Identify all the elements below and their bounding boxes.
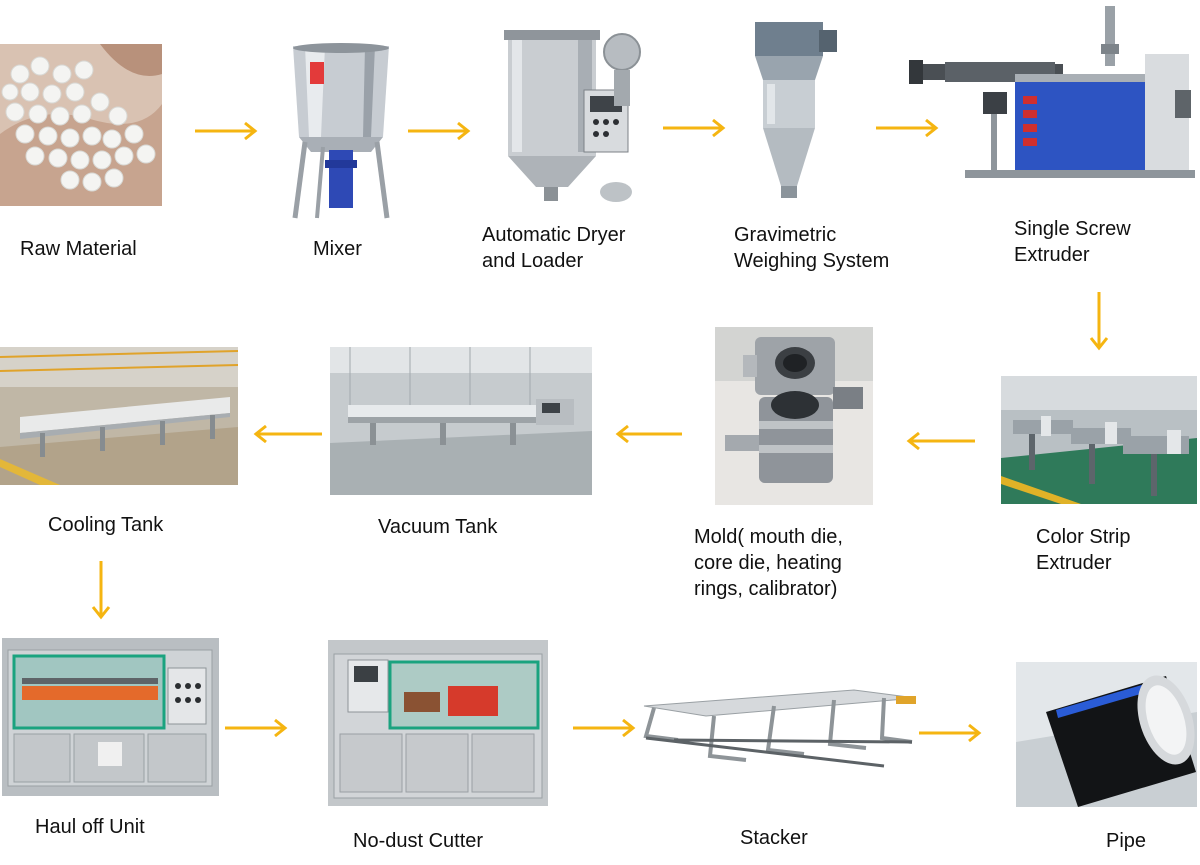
mold-photo [715, 327, 873, 505]
haul-off-unit-label: Haul off Unit [35, 816, 145, 838]
dryer-loader-photo [498, 22, 646, 207]
mixer-label: Mixer [313, 238, 362, 260]
single-screw-extruder-label: Single Screw Extruder [1014, 218, 1131, 266]
arrow-left-1 [903, 430, 975, 452]
arrow-left-3 [250, 423, 322, 445]
arrow-right-4 [876, 117, 942, 139]
arrow-right-1 [195, 120, 261, 142]
color-strip-extruder-photo [1001, 376, 1197, 504]
haul-off-unit-photo [2, 638, 219, 796]
stacker-label: Stacker [740, 827, 808, 849]
pipe-photo [1016, 662, 1197, 807]
arrow-left-2 [612, 423, 682, 445]
stacker-photo [634, 676, 924, 776]
cutter-photo [328, 640, 548, 806]
raw-material-label: Raw Material [20, 238, 137, 260]
arrow-right-5 [225, 717, 291, 739]
arrow-right-3 [663, 117, 729, 139]
gravimetric-label: Gravimetric Weighing System [734, 224, 890, 272]
arrow-down-2 [90, 561, 112, 623]
gravimetric-photo [745, 18, 840, 203]
cooling-tank-label: Cooling Tank [48, 514, 164, 536]
cooling-tank-photo [0, 347, 238, 485]
cutter-label: No-dust Cutter [353, 830, 484, 852]
arrow-down-1 [1088, 292, 1110, 354]
dryer-loader-label: Automatic Dryer and Loader [482, 224, 626, 272]
single-screw-extruder-photo [905, 4, 1195, 182]
arrow-right-7 [919, 722, 985, 744]
arrow-right-2 [408, 120, 474, 142]
mold-label: Mold( mouth die, core die, heating rings… [694, 526, 843, 600]
raw-material-photo [0, 44, 162, 206]
color-strip-extruder-label: Color Strip Extruder [1036, 526, 1131, 574]
pipe-label: Pipe [1106, 830, 1147, 852]
vacuum-tank-label: Vacuum Tank [378, 516, 498, 538]
mixer-photo [285, 42, 397, 220]
arrow-right-6 [573, 717, 639, 739]
vacuum-tank-photo [330, 347, 592, 495]
